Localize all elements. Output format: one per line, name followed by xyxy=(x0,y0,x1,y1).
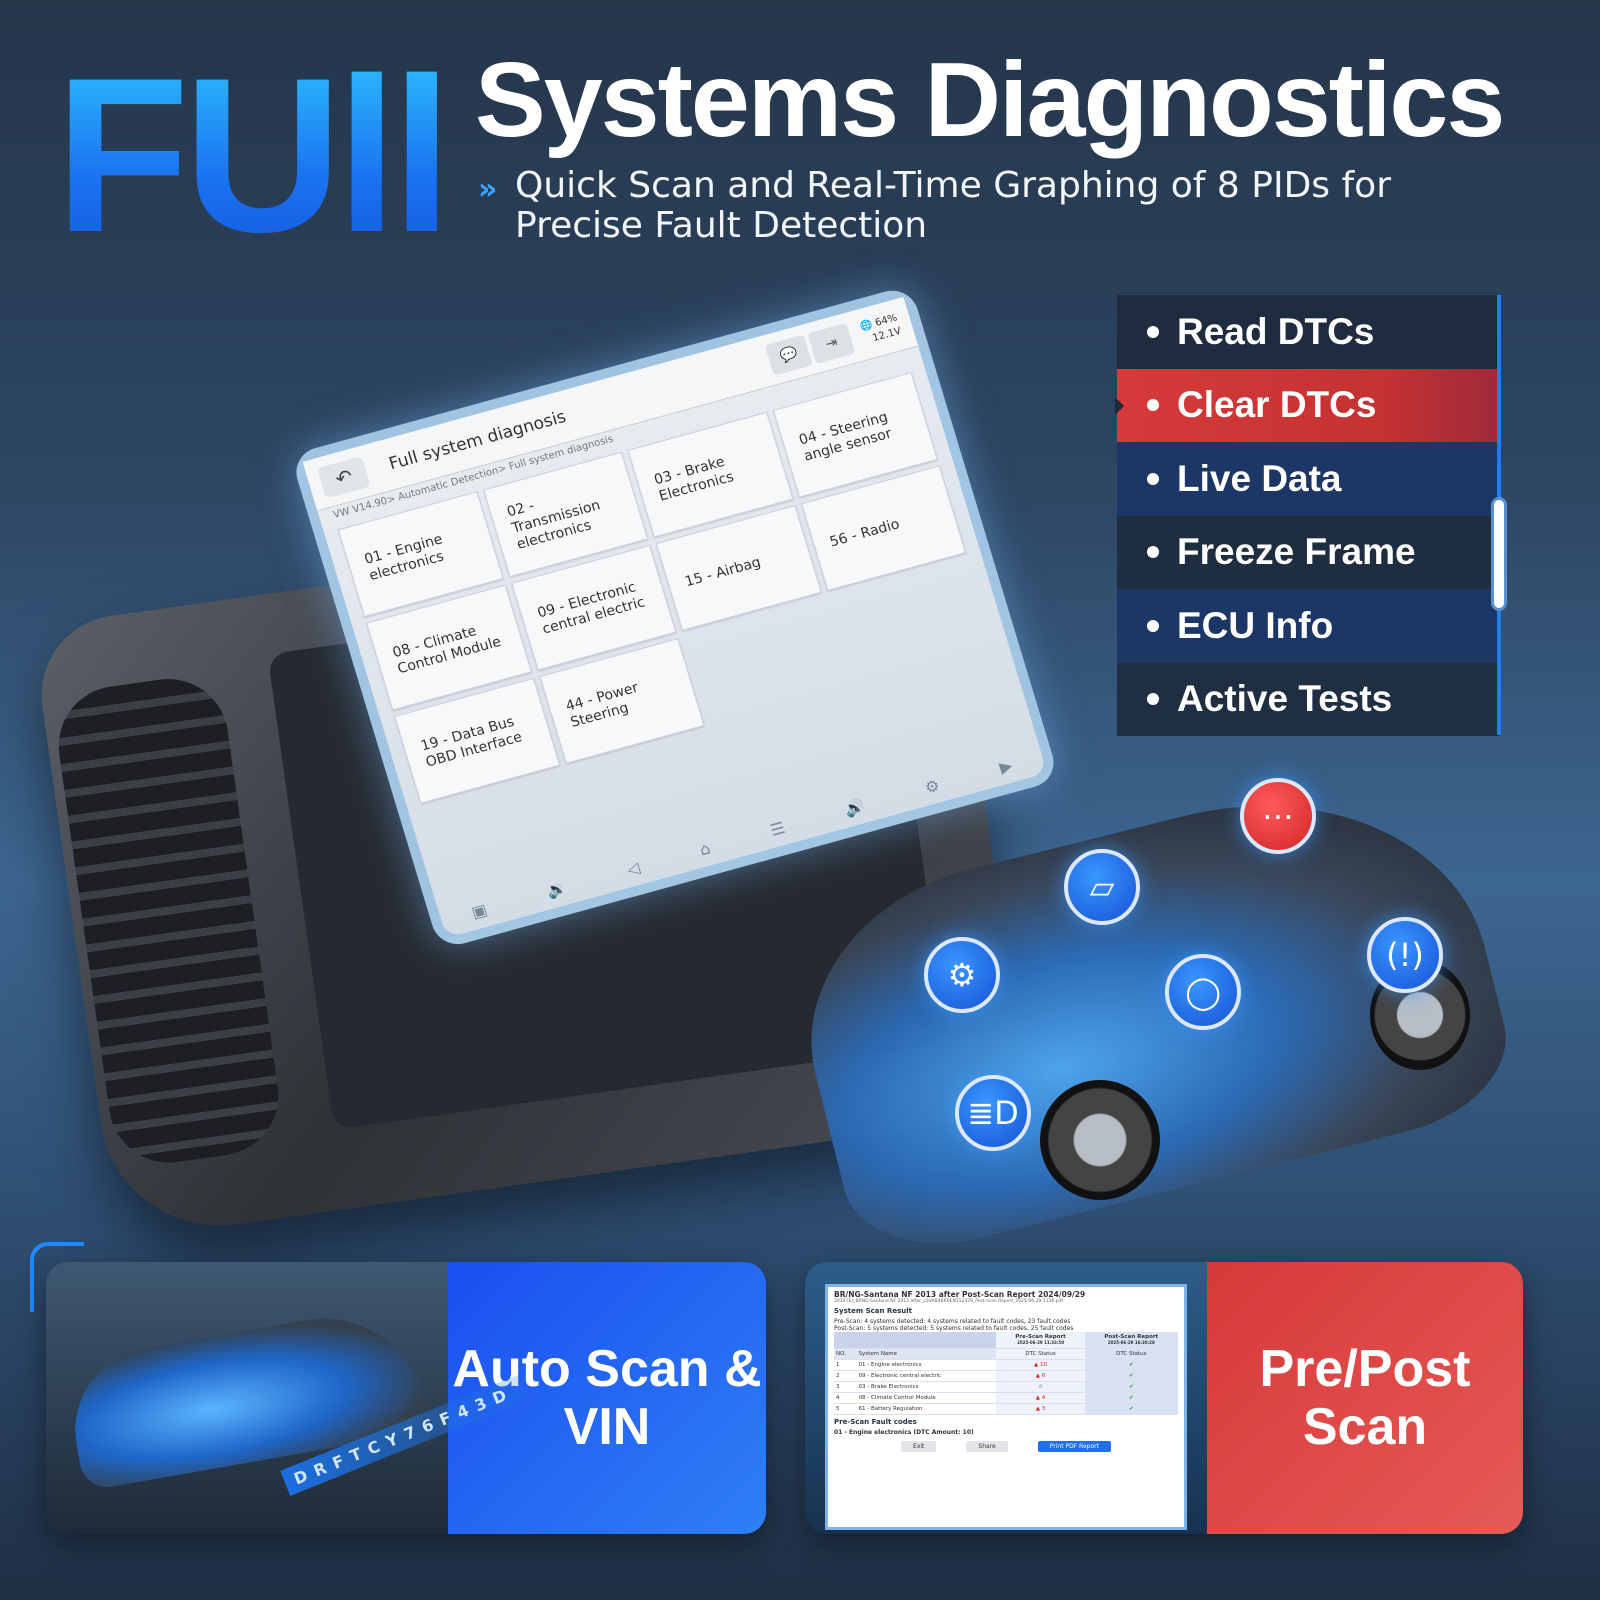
row-name: 08 - Climate Control Module xyxy=(856,1392,997,1404)
function-menu: Read DTCs Clear DTCs Live Data Freeze Fr… xyxy=(1115,295,1500,736)
menu-item-clear-dtcs[interactable]: Clear DTCs xyxy=(1115,368,1500,442)
menu-item-active-tests[interactable]: Active Tests xyxy=(1117,662,1500,736)
door-icon: ▱ xyxy=(1064,849,1140,925)
full-heading: FUll xyxy=(55,32,453,278)
auto-scan-card: DRFTCY76F43D Auto Scan & VIN xyxy=(46,1262,766,1534)
row-pre: ▲ 10 xyxy=(996,1359,1085,1371)
section-system-scan: System Scan Result xyxy=(834,1307,912,1315)
screen-record-icon[interactable]: ▶ xyxy=(997,755,1015,777)
gallery-icon[interactable]: ▣ xyxy=(469,899,490,922)
row-name: 09 - Electronic central electric xyxy=(856,1370,997,1382)
home-icon[interactable]: ⌂ xyxy=(697,838,713,859)
menu-item-freeze-frame[interactable]: Freeze Frame xyxy=(1117,515,1500,589)
bullet-icon xyxy=(1147,693,1159,706)
car-image xyxy=(62,1302,430,1492)
menu-label: Clear DTCs xyxy=(1177,384,1377,426)
bullet-icon xyxy=(1147,472,1159,485)
report-image: BR/NG-Santana NF 2013 after Post-Scan Re… xyxy=(805,1262,1207,1534)
row-pre: ▲ 6 xyxy=(996,1370,1085,1382)
more-icon: ⋯ xyxy=(1240,778,1316,854)
fault-line: 01 - Engine electronics (DTC Amount: 10) xyxy=(834,1429,974,1436)
row-post: ✔ xyxy=(1084,1392,1178,1404)
menu-item-ecu-info[interactable]: ECU Info xyxy=(1117,589,1500,663)
headlight-icon: ≣D xyxy=(955,1075,1031,1151)
row-post: ✔ xyxy=(1084,1381,1178,1393)
post-scan-header: Post-Scan Report xyxy=(1104,1334,1159,1340)
row-name: 61 - Battery Regulation xyxy=(856,1403,997,1415)
print-pdf-button[interactable]: Print PDF Report xyxy=(1037,1441,1111,1452)
row-pre: ⊘ xyxy=(996,1381,1085,1393)
volume-down-icon[interactable]: 🔉 xyxy=(544,877,570,901)
post-scan-date: 2025-06-29 16:30:28 xyxy=(1107,1340,1155,1345)
menu-label: Read DTCs xyxy=(1177,310,1375,352)
back-button[interactable]: ↶ xyxy=(316,455,371,499)
vci-icon[interactable]: ⚙ xyxy=(922,775,942,797)
col-pre-status: DTC Status xyxy=(996,1348,1085,1360)
page-title: Systems Diagnostics xyxy=(475,41,1505,159)
share-button[interactable]: Share xyxy=(966,1441,1008,1452)
row-no: 2 xyxy=(834,1370,857,1382)
scan-report: BR/NG-Santana NF 2013 after Post-Scan Re… xyxy=(825,1284,1187,1530)
tpms-icon: (!) xyxy=(1367,917,1443,993)
report-file: 2014 (E)_BRNG-Santana NF 2013 after_LSVA… xyxy=(834,1299,1064,1304)
row-name: 03 - Brake Electronics xyxy=(856,1381,997,1393)
menu-label: Freeze Frame xyxy=(1177,531,1416,573)
pre-scan-summary: Pre-Scan: 4 systems detected: 4 systems … xyxy=(834,1318,1071,1325)
message-icon[interactable]: 💬 xyxy=(764,334,813,376)
col-system-name: System Name xyxy=(856,1348,997,1360)
exit-button[interactable]: Exit xyxy=(901,1441,937,1452)
row-pre: ▲ 3 xyxy=(996,1403,1085,1415)
row-name: 01 - Engine electronics xyxy=(856,1359,997,1371)
section-fault-codes: Pre-Scan Fault codes xyxy=(834,1418,917,1426)
corner-bracket-decoration xyxy=(30,1242,84,1312)
col-post-status: DTC Status xyxy=(1084,1348,1178,1360)
row-no: 4 xyxy=(834,1392,857,1404)
bullet-icon xyxy=(1147,325,1159,338)
back-icon[interactable]: ◁ xyxy=(624,857,642,879)
volume-up-icon[interactable]: 🔊 xyxy=(842,795,868,819)
menu-label: ECU Info xyxy=(1177,604,1334,646)
scrollbar-thumb[interactable] xyxy=(1491,497,1507,611)
car-vin-image: DRFTCY76F43D xyxy=(46,1262,528,1534)
row-no: 5 xyxy=(834,1403,857,1415)
exit-icon[interactable]: ⇥ xyxy=(807,322,856,364)
row-no: 1 xyxy=(834,1359,857,1371)
bullet-icon xyxy=(1147,619,1159,632)
row-post: ✔ xyxy=(1084,1403,1178,1415)
globe-icon: 🌐 xyxy=(858,318,874,333)
menu-item-read-dtcs[interactable]: Read DTCs xyxy=(1117,295,1500,369)
pre-scan-header: Pre-Scan Report xyxy=(1015,1334,1066,1340)
engine-icon: ⚙ xyxy=(924,937,1000,1013)
row-post: ✔ xyxy=(1084,1359,1178,1371)
row-no: 3 xyxy=(834,1381,857,1393)
double-chevron-right-icon: » xyxy=(478,172,498,207)
menu-item-live-data[interactable]: Live Data xyxy=(1117,442,1500,516)
car-front-wheel xyxy=(1040,1080,1160,1200)
pre-post-scan-card: BR/NG-Santana NF 2013 after Post-Scan Re… xyxy=(805,1262,1523,1534)
device-grip xyxy=(50,671,287,1171)
mirror-icon: ◯ xyxy=(1165,954,1241,1030)
row-pre: ▲ 4 xyxy=(996,1392,1085,1404)
status-area: 🌐 64% 12.1V xyxy=(858,311,903,348)
post-scan-summary: Post-Scan: 5 systems detected: 5 systems… xyxy=(834,1325,1074,1332)
subtitle: Quick Scan and Real-Time Graphing of 8 P… xyxy=(515,165,1391,246)
menu-label: Live Data xyxy=(1177,457,1342,499)
menu-icon[interactable]: ☰ xyxy=(767,817,788,840)
pre-scan-date: 2025-06-29 11:33:58 xyxy=(1017,1340,1064,1345)
menu-label: Active Tests xyxy=(1177,678,1393,720)
report-title: BR/NG-Santana NF 2013 after Post-Scan Re… xyxy=(834,1290,1086,1299)
pre-post-scan-label: Pre/Post Scan xyxy=(1207,1262,1523,1534)
row-post: ✔ xyxy=(1084,1370,1178,1382)
col-no: NO. xyxy=(834,1348,857,1360)
bullet-icon xyxy=(1147,546,1159,559)
bullet-icon xyxy=(1147,399,1159,412)
